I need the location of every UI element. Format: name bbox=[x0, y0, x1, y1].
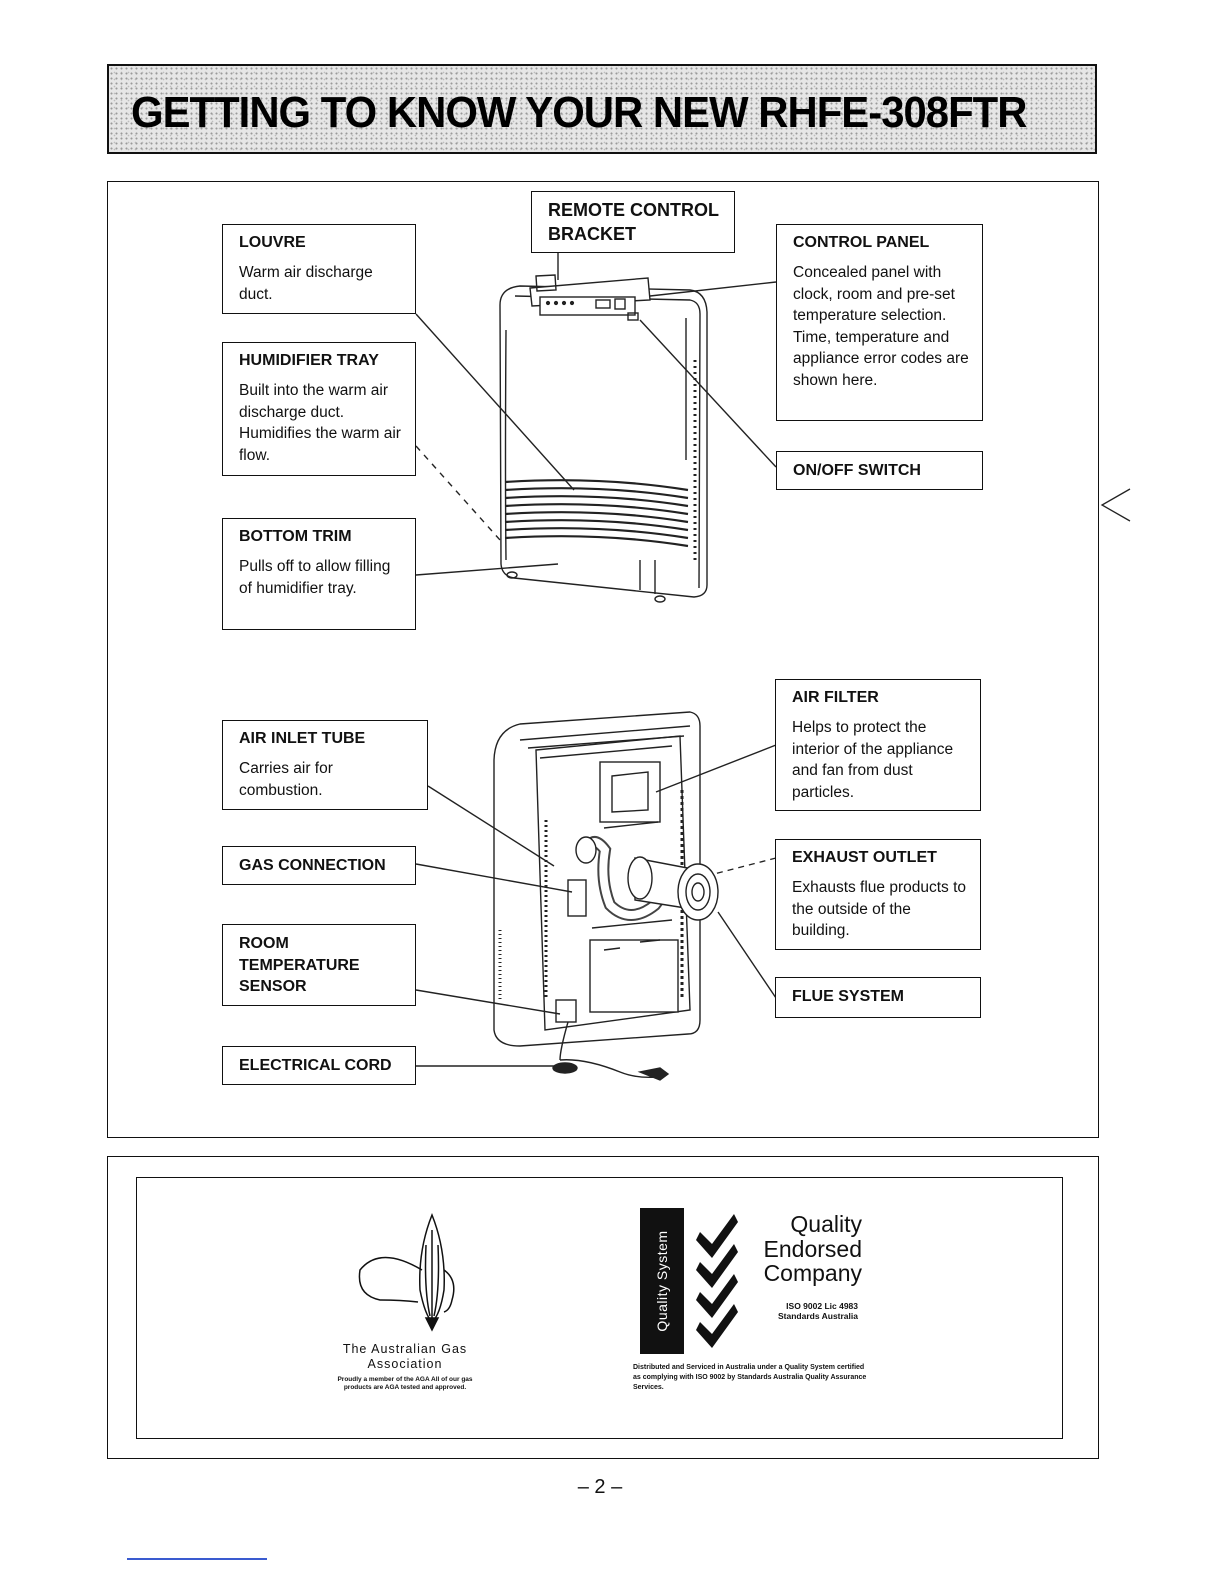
callout-heading: ON/OFF SWITCH bbox=[793, 462, 921, 479]
callout-body: Concealed panel with clock, room and pre… bbox=[793, 264, 969, 389]
heater-rear-illustration bbox=[493, 711, 719, 1081]
iso-licence: ISO 9002 Lic 4983 Standards Australia bbox=[778, 1301, 858, 1321]
certification-frame bbox=[107, 1156, 1099, 1459]
aga-flame-logo-icon bbox=[358, 1212, 455, 1332]
aga-name: The Australian Gas Association bbox=[342, 1342, 468, 1371]
callout-heading: ROOM TEMPERATURE SENSOR bbox=[239, 935, 360, 995]
callout-room-temperature-sensor: ROOM TEMPERATURE SENSOR bbox=[222, 924, 416, 1006]
callout-heading: BOTTOM TRIM bbox=[239, 528, 352, 545]
leader-gas-connection bbox=[415, 863, 573, 893]
callout-heading: AIR INLET TUBE bbox=[239, 730, 366, 747]
callout-control-panel: CONTROL PANEL Concealed panel with clock… bbox=[776, 224, 983, 421]
callout-heading: LOUVRE bbox=[239, 234, 306, 251]
callout-air-inlet-tube: AIR INLET TUBE Carries air for combustio… bbox=[222, 720, 428, 810]
quality-endorsed-heading: Quality Endorsed Company bbox=[763, 1211, 862, 1286]
callout-body: Pulls off to allow filling of humidifier… bbox=[239, 558, 391, 597]
leader-exhaust-outlet bbox=[713, 857, 777, 875]
callout-heading: ELECTRICAL CORD bbox=[239, 1057, 392, 1074]
callout-heading: GAS CONNECTION bbox=[239, 857, 386, 874]
callout-body: Exhausts flue products to the outside of… bbox=[792, 879, 967, 939]
page-number: – 2 – bbox=[577, 1476, 623, 1498]
callout-heading: CONTROL PANEL bbox=[793, 234, 930, 251]
callout-heading: REMOTE CONTROL BRACKET bbox=[548, 200, 719, 244]
distribution-note: Distributed and Serviced in Australia un… bbox=[633, 1364, 867, 1391]
callout-louvre: LOUVRE Warm air discharge duct. bbox=[222, 224, 416, 314]
callout-body: Carries air for combustion. bbox=[239, 760, 333, 799]
aga-note: Proudly a member of the AGA All of our g… bbox=[337, 1376, 473, 1391]
callout-gas-connection: GAS CONNECTION bbox=[222, 846, 416, 885]
leader-flue-system bbox=[717, 911, 777, 999]
callout-body: Helps to protect the interior of the app… bbox=[792, 719, 954, 801]
callout-heading: HUMIDIFIER TRAY bbox=[239, 352, 379, 369]
callout-electrical-cord: ELECTRICAL CORD bbox=[222, 1046, 416, 1085]
callout-body: Warm air discharge duct. bbox=[239, 264, 373, 303]
callout-bottom-trim: BOTTOM TRIM Pulls off to allow filling o… bbox=[222, 518, 416, 630]
quality-system-label: Quality System bbox=[654, 1230, 670, 1332]
leader-air-inlet-tube bbox=[427, 785, 555, 867]
quality-checkmarks-icon bbox=[696, 1214, 738, 1348]
leader-control-panel bbox=[649, 281, 777, 297]
callout-on-off-switch: ON/OFF SWITCH bbox=[776, 451, 983, 490]
callout-air-filter: AIR FILTER Helps to protect the interior… bbox=[775, 679, 981, 811]
callout-flue-system: FLUE SYSTEM bbox=[775, 977, 981, 1018]
leader-air-filter bbox=[655, 744, 777, 793]
leader-on-off-switch bbox=[639, 319, 777, 468]
callout-heading: AIR FILTER bbox=[792, 689, 879, 706]
page-title: GETTING TO KNOW YOUR NEW RHFE-308FTR bbox=[131, 88, 1027, 137]
callout-body: Built into the warm air discharge duct. … bbox=[239, 382, 401, 464]
leader-room-temperature-sensor bbox=[415, 989, 561, 1015]
callout-heading: FLUE SYSTEM bbox=[792, 988, 905, 1005]
quality-system-bar: Quality System bbox=[640, 1208, 684, 1354]
title-banner: GETTING TO KNOW YOUR NEW RHFE-308FTR bbox=[107, 64, 1097, 154]
diagram-frame bbox=[107, 181, 1099, 1138]
callout-humidifier-tray: HUMIDIFIER TRAY Built into the warm air … bbox=[222, 342, 416, 476]
callout-remote-control-bracket: REMOTE CONTROL BRACKET bbox=[531, 191, 735, 253]
certification-panel bbox=[136, 1177, 1063, 1439]
heater-front-illustration bbox=[499, 274, 708, 603]
callout-heading: EXHAUST OUTLET bbox=[792, 849, 937, 866]
margin-arrow-icon bbox=[1100, 488, 1131, 522]
footer-rule bbox=[127, 1558, 267, 1560]
leader-bottom-trim bbox=[415, 563, 559, 576]
leader-louvre bbox=[415, 313, 575, 491]
callout-exhaust-outlet: EXHAUST OUTLET Exhausts flue products to… bbox=[775, 839, 981, 950]
leader-humidifier-tray bbox=[415, 445, 501, 541]
